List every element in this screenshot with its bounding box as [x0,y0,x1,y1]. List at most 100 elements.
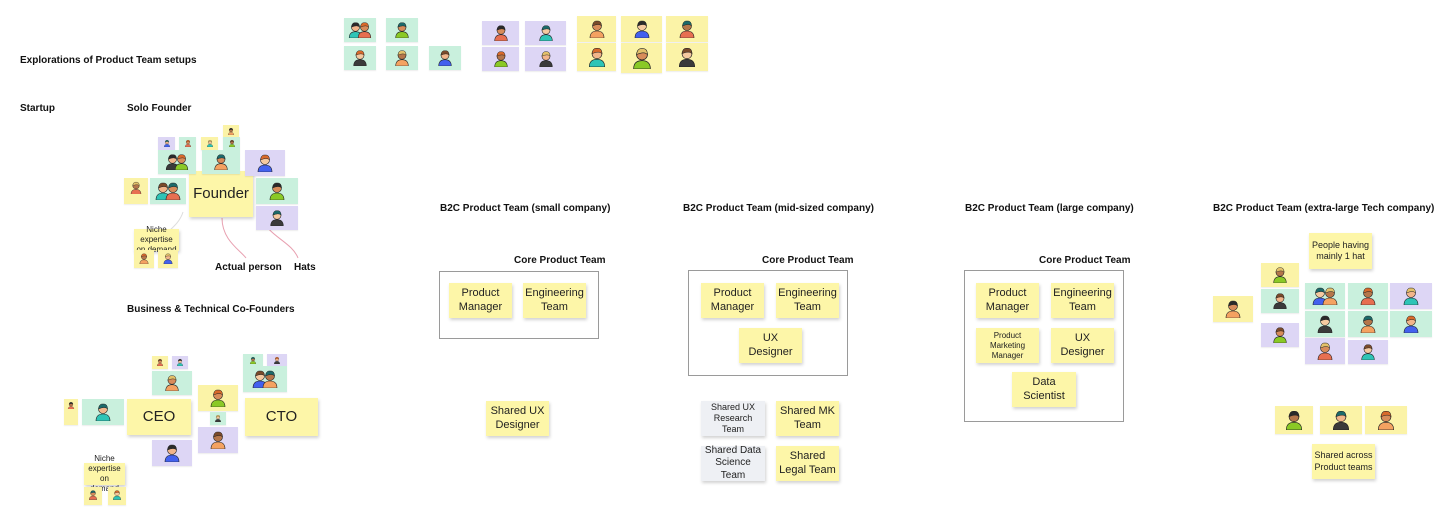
role-card [256,206,298,230]
data-scientist-note[interactable]: Data Scientist [1012,372,1076,407]
b2c-mid-title: B2C Product Team (mid-sized company) [683,203,874,214]
shared-legal-note[interactable]: Shared Legal Team [776,446,839,481]
role-card [1348,311,1388,337]
person-icon [252,370,278,388]
person-icon [228,140,235,147]
role-card [152,356,168,369]
person-icon [632,48,651,69]
person-icon [269,182,285,200]
ux-designer-note-mid[interactable]: UX Designer [739,328,802,363]
person-icon [184,140,191,147]
role-card [202,150,240,174]
role-card [1320,406,1362,434]
person-icon [1317,315,1333,333]
role-card [152,371,192,395]
role-card [666,16,708,42]
role-card [179,137,196,150]
person-icon [210,431,226,449]
person-icon [353,50,367,66]
role-card [1365,406,1407,434]
person-icon [210,389,226,407]
niche-expertise-note[interactable]: Niche expertise on demand [134,225,179,254]
cto-note[interactable]: CTO [245,398,318,436]
engineering-team-note-mid[interactable]: Engineering Team [776,283,839,318]
ceo-note[interactable]: CEO [127,399,191,435]
role-card [243,354,263,366]
role-card [201,137,218,150]
ux-designer-note-large[interactable]: UX Designer [1051,328,1114,363]
role-card [172,356,188,369]
person-icon [257,154,273,172]
startup-label: Startup [20,103,55,114]
role-card [1390,311,1432,337]
solo-founder-label: Solo Founder [127,103,192,114]
role-card [108,487,126,505]
niche-expertise-note-2[interactable]: Niche expertise on demand [84,454,125,493]
person-icon [215,415,221,422]
person-icon [1317,342,1333,360]
person-icon [157,359,163,366]
role-card [577,43,616,71]
role-card [1261,289,1299,313]
person-icon [155,182,181,200]
role-card [134,250,154,268]
role-card [223,125,239,138]
person-icon [89,490,97,500]
founder-note[interactable]: Founder [189,171,253,217]
cofounders-label: Business & Technical Co-Founders [127,304,295,315]
person-icon [164,444,180,462]
role-card [1261,323,1299,347]
role-card [482,47,519,71]
person-icon [678,47,696,67]
role-card [82,399,124,425]
person-icon [165,154,189,170]
person-icon [113,490,121,500]
person-icon [1360,315,1376,333]
person-icon [139,253,149,264]
person-icon [538,25,553,41]
person-icon [95,403,111,421]
role-card [158,137,175,150]
person-icon [588,47,605,67]
engineering-team-note-small[interactable]: Engineering Team [523,283,586,318]
person-icon [493,25,508,41]
person-icon [1273,293,1287,309]
hats-label: Hats [294,262,316,273]
role-card [198,427,238,453]
core-team-label-large: Core Product Team [1039,255,1131,266]
shared-mk-note[interactable]: Shared MK Team [776,401,839,436]
role-card [1305,311,1345,337]
people-one-hat-note[interactable]: People having mainly 1 hat [1309,233,1372,269]
role-card [1348,283,1388,309]
role-card [158,250,178,268]
role-card [482,21,519,45]
shared-across-note[interactable]: Shared across Product teams [1312,444,1375,479]
core-team-label-mid: Core Product Team [762,255,854,266]
product-manager-note-large[interactable]: Product Manager [976,283,1039,318]
person-icon [589,20,604,38]
b2c-xl-title: B2C Product Team (extra-large Tech compa… [1213,203,1435,214]
person-icon [67,402,75,410]
role-card [267,354,287,366]
shared-ux-designer-note[interactable]: Shared UX Designer [486,401,549,436]
shared-data-science-note[interactable]: Shared Data Science Team [701,445,765,481]
b2c-small-title: B2C Product Team (small company) [440,203,611,214]
role-card [577,16,616,42]
person-icon [1403,287,1419,305]
person-icon [165,375,179,391]
person-icon [679,20,695,38]
role-card [1348,340,1388,364]
product-manager-note-small[interactable]: Product Manager [449,283,512,318]
person-icon [177,359,183,366]
role-card [198,385,238,411]
product-manager-note-mid[interactable]: Product Manager [701,283,764,318]
person-icon [163,140,170,147]
role-card [1275,406,1313,434]
product-marketing-manager-note[interactable]: Product Marketing Manager [976,328,1039,363]
role-card [386,18,418,42]
shared-ux-research-note[interactable]: Shared UX Research Team [701,401,765,436]
role-card [256,178,298,204]
role-card [64,399,78,425]
engineering-team-note-large[interactable]: Engineering Team [1051,283,1114,318]
b2c-large-title: B2C Product Team (large company) [965,203,1134,214]
